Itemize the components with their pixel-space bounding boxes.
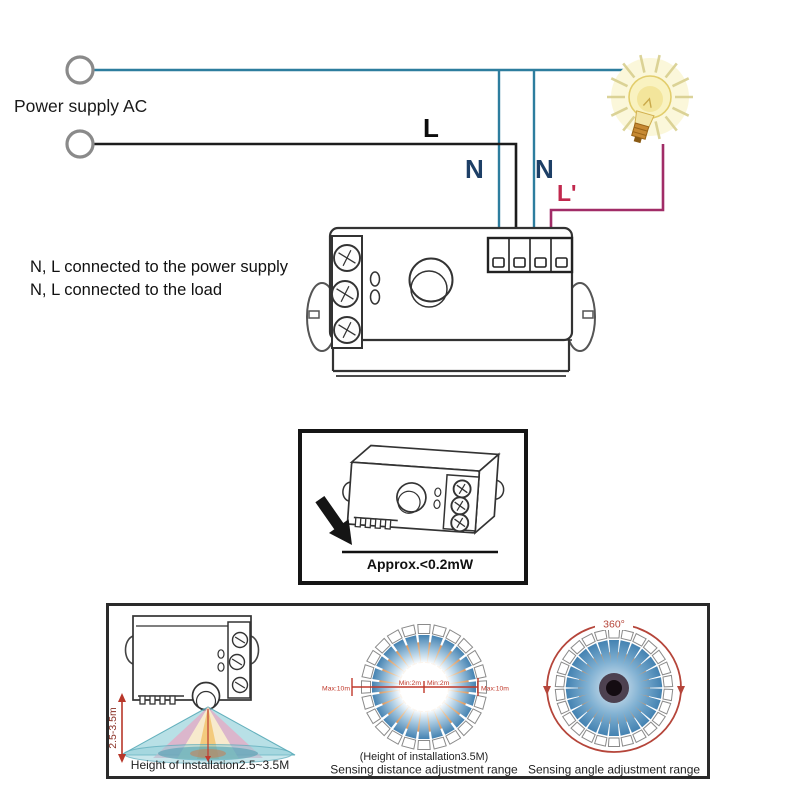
supply-terminal-neutral [65, 129, 95, 159]
emission-arrow-icon [315, 495, 352, 545]
distance-measure-line: Max:10m Min:2m Min:2m Max:10m [322, 678, 509, 696]
distance-min-right: Min:2m [427, 680, 450, 687]
height-illustration: 2.5-3.5m Height of installation2.5~3.5M [107, 615, 296, 772]
sensor-knob [408, 257, 454, 303]
sensing-cone [120, 706, 296, 764]
emission-caption: Approx.<0.2mW [367, 556, 474, 572]
distance-max-right: Max:10m [481, 686, 509, 693]
emission-box: Approx.<0.2mW [298, 429, 528, 585]
sensor-device [306, 226, 596, 377]
tilted-device [342, 444, 505, 535]
distance-min-left: Min:2m [399, 680, 422, 687]
label-neutral-left: N [465, 154, 484, 184]
light-bulb-icon [607, 54, 693, 144]
note-load: N, L connected to the load [30, 281, 223, 299]
neutral-wire [94, 142, 518, 246]
label-switched-live: L' [557, 180, 577, 206]
sensor-knob [191, 681, 221, 711]
distance-illustration: Max:10m Min:2m Min:2m Max:10m (Height of… [322, 624, 518, 777]
angle-illustration: 360° Sensing angle adjustment range [528, 617, 700, 777]
distance-max-left: Max:10m [322, 686, 350, 693]
rotation-arrow-right [677, 686, 685, 695]
angle-degrees-label: 360° [603, 619, 625, 631]
live-wire [94, 68, 631, 246]
angle-caption: Sensing angle adjustment range [528, 763, 700, 777]
note-power-supply: N, L connected to the power supply [30, 258, 289, 276]
distance-caption: Sensing distance adjustment range [330, 763, 518, 777]
label-neutral-right: N [535, 154, 554, 184]
height-dimension-label: 2.5-3.5m [109, 707, 119, 749]
rotation-arrow-left [543, 686, 551, 695]
power-supply-label: Power supply AC [14, 96, 148, 116]
label-live: L [423, 113, 439, 143]
wiring-diagram: L N N L' [65, 54, 693, 377]
distance-note: (Height of installation3.5M) [360, 751, 488, 763]
spec-panel: 2.5-3.5m Height of installation2.5~3.5M … [106, 603, 710, 779]
emission-illustration: Approx.<0.2mW [315, 444, 505, 572]
spec-illustrations: 2.5-3.5m Height of installation2.5~3.5M … [107, 615, 700, 777]
device-screws [450, 479, 472, 533]
angle-sunburst [554, 629, 674, 747]
height-caption: Height of installation2.5~3.5M [131, 758, 289, 772]
connection-notes: N, L connected to the power supply N, L … [30, 256, 288, 302]
device-screws [228, 631, 249, 694]
height-dimension: 2.5-3.5m [107, 693, 126, 763]
sensor-knob [396, 482, 427, 513]
supply-terminal-live [65, 55, 95, 85]
distance-sunburst [361, 624, 487, 750]
